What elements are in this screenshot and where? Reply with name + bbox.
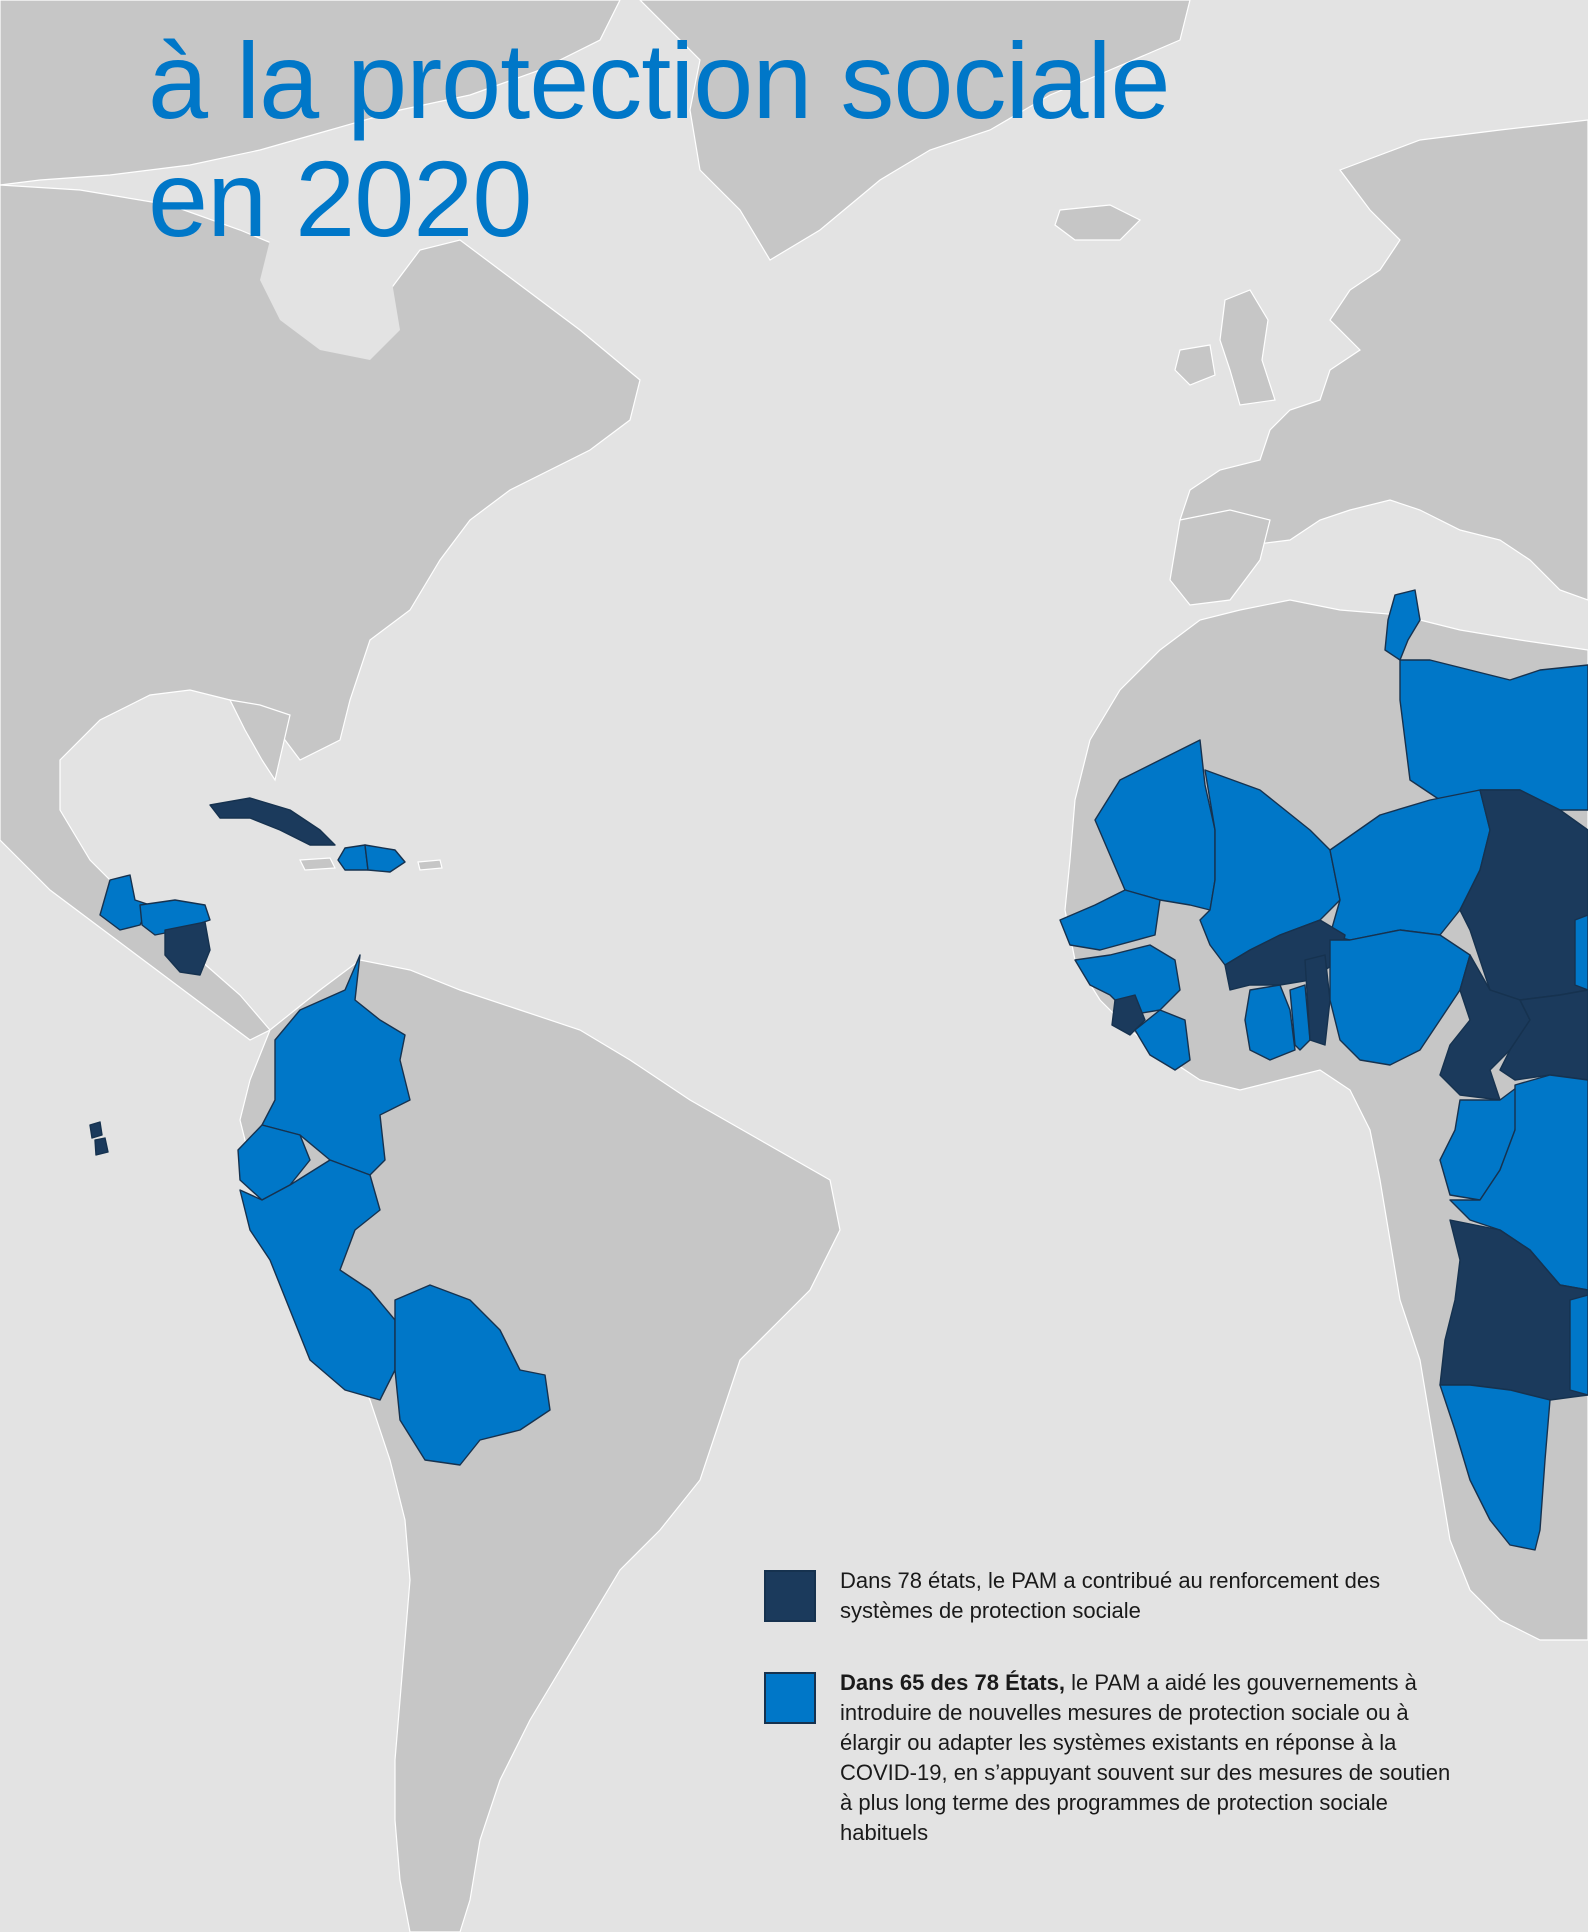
legend-item-covid: Dans 65 des 78 États, le PAM a aidé les … — [764, 1668, 1464, 1848]
land-greenland — [639, 0, 1191, 261]
land-florida — [228, 699, 291, 782]
region-central-african-rep — [1499, 989, 1588, 1081]
land-arctic-islands — [0, 0, 621, 186]
region-haiti — [337, 844, 369, 871]
region-galapagos — [89, 1121, 109, 1156]
legend: Dans 78 états, le PAM a contribué au ren… — [764, 1566, 1464, 1848]
region-cuba — [209, 797, 336, 846]
title-line-2: en 2020 — [148, 138, 532, 259]
region-nigeria — [1329, 929, 1471, 1066]
land-puerto-rico — [417, 859, 443, 871]
legend-swatch-dark — [764, 1570, 816, 1622]
land-iceland — [1054, 204, 1142, 241]
region-namibia — [1439, 1384, 1551, 1551]
region-togo — [1289, 984, 1311, 1051]
land-uk — [1219, 289, 1276, 406]
legend-bold: Dans 65 des 78 États, — [840, 1670, 1066, 1695]
legend-body: le PAM a aidé les gouvernements à introd… — [840, 1670, 1451, 1845]
region-benin — [1304, 954, 1331, 1046]
region-ghana — [1244, 984, 1296, 1061]
region-dominican-republic — [364, 844, 406, 873]
region-nicaragua — [164, 921, 211, 976]
legend-text: Dans 65 des 78 États, le PAM a aidé les … — [840, 1668, 1464, 1848]
highlighted-countries — [89, 589, 1588, 1551]
land-iberia — [1169, 509, 1271, 606]
legend-text: Dans 78 états, le PAM a contribué au ren… — [840, 1566, 1464, 1626]
land-ireland — [1174, 344, 1216, 386]
legend-swatch-light — [764, 1672, 816, 1724]
land-jamaica — [299, 857, 336, 871]
region-guinea — [1074, 944, 1181, 1016]
region-zambia — [1569, 1294, 1588, 1396]
title-line-1: à la protection sociale — [148, 20, 1171, 141]
water-hudson — [260, 235, 400, 360]
legend-item-strengthened: Dans 78 états, le PAM a contribué au ren… — [764, 1566, 1464, 1626]
region-libya — [1399, 659, 1588, 811]
legend-body: Dans 78 états, le PAM a contribué au ren… — [840, 1568, 1381, 1623]
region-tunisia — [1384, 589, 1421, 661]
region-liberia — [1134, 1009, 1191, 1071]
region-bolivia — [394, 1284, 551, 1466]
region-sudan — [1574, 914, 1588, 991]
region-peru — [239, 1159, 396, 1401]
land-north-america — [0, 184, 641, 1041]
page-title: à la protection sociale en 2020 — [148, 20, 1171, 259]
region-senegal — [1059, 889, 1161, 951]
